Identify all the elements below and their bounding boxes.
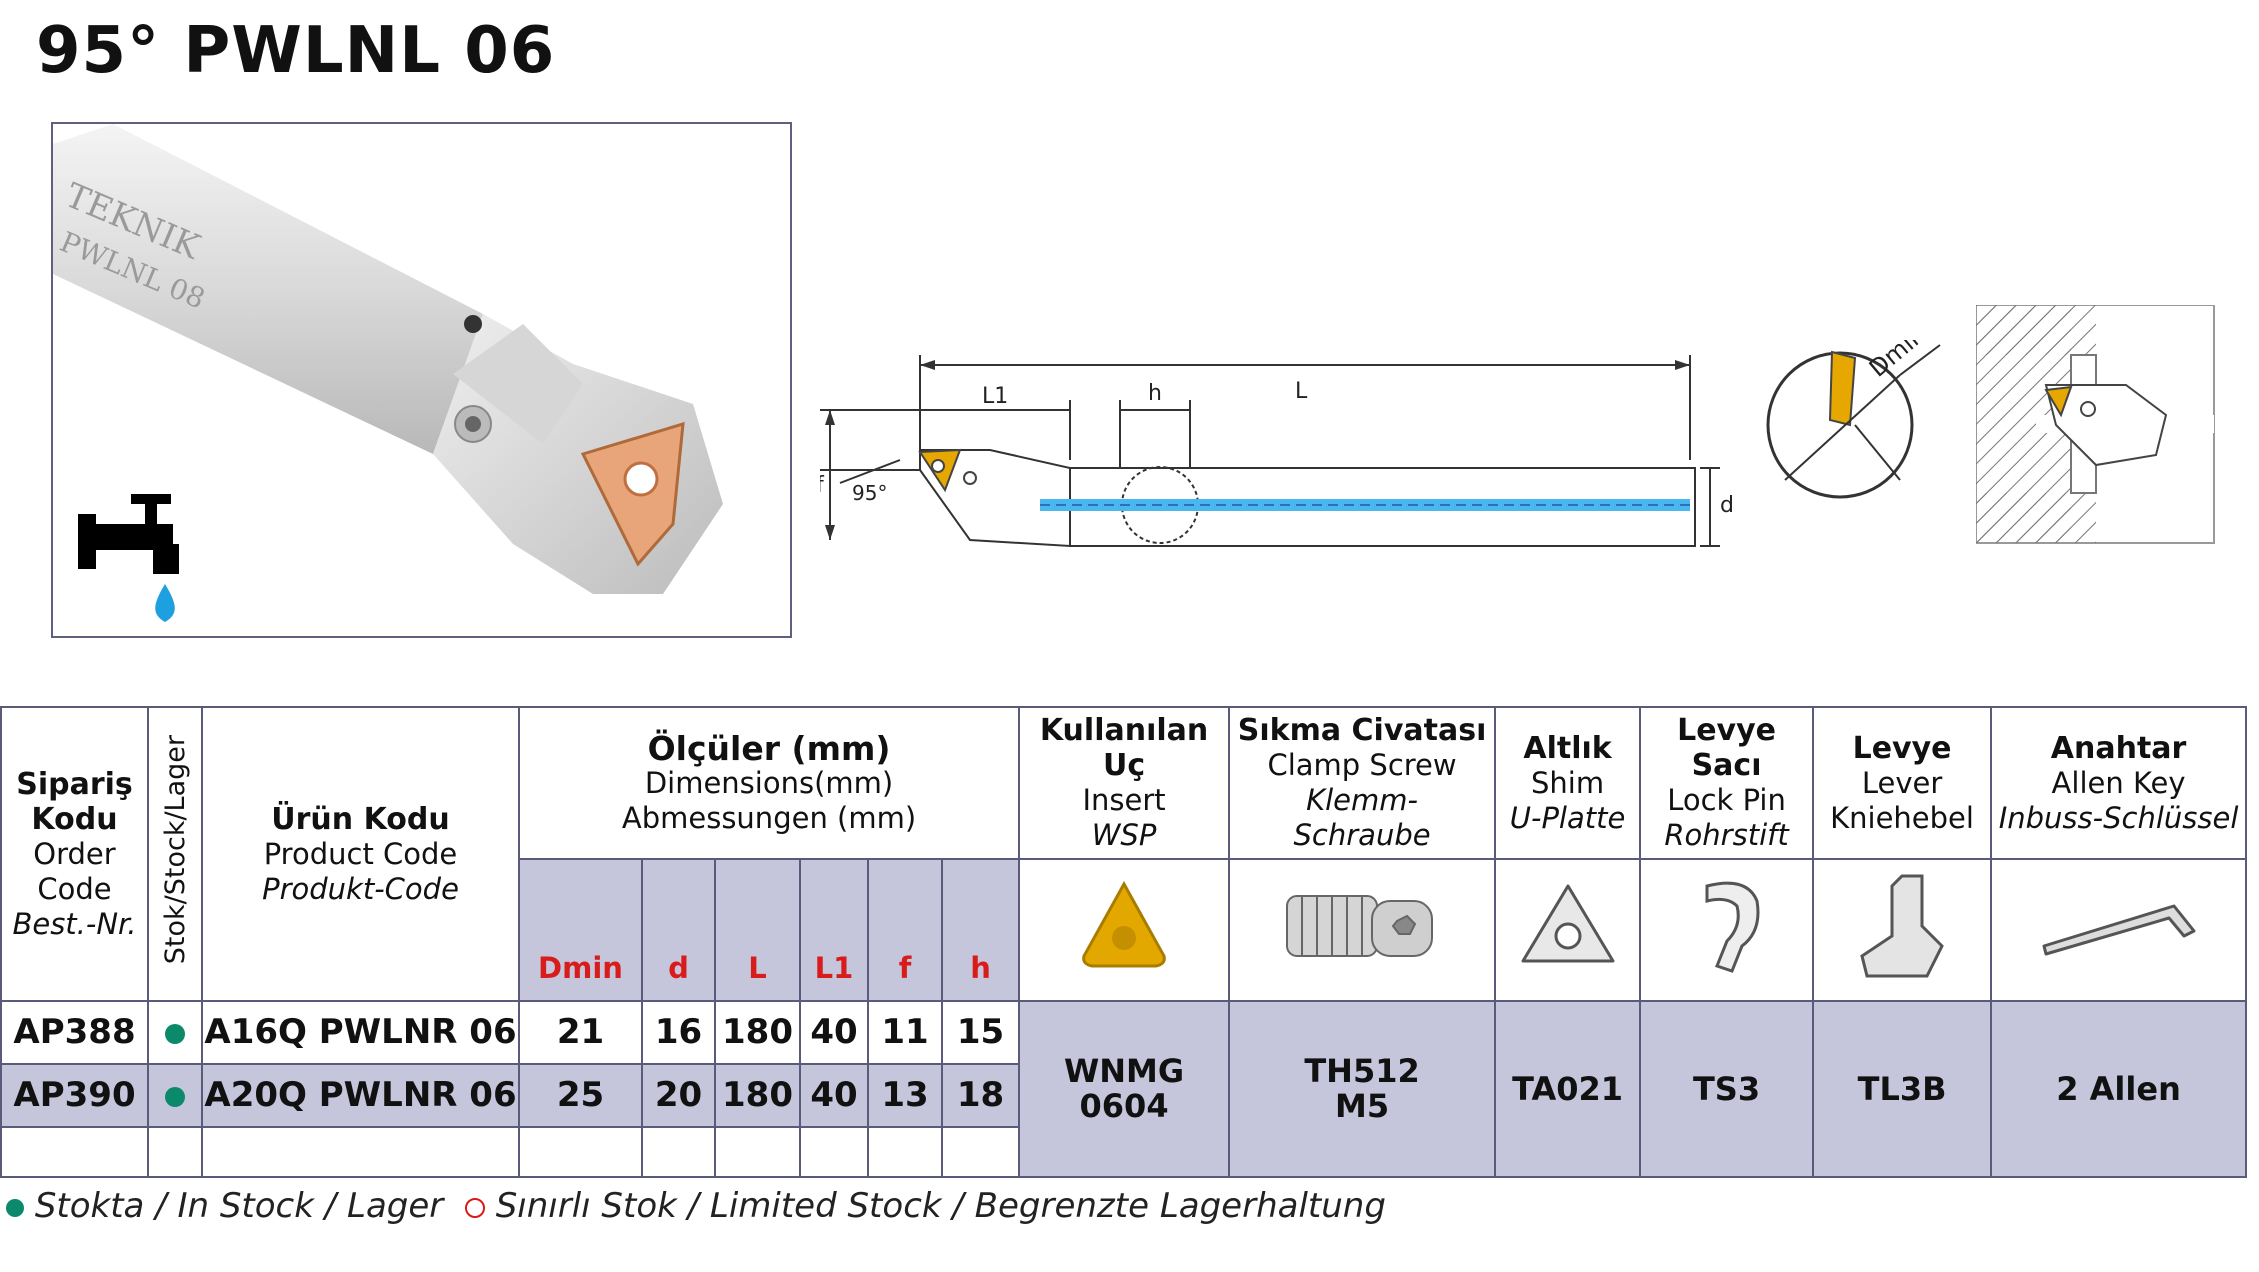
dmin-drawing: Dmin [1766,320,1941,499]
shim-code: TA021 [1494,1000,1642,1178]
header-key: Anahtar Allen Key Inbuss-Schlüssel [1990,706,2248,860]
workpiece-detail [1975,304,2216,549]
header-shim: Altlık Shim U-Platte [1494,706,1642,860]
shim-image [1494,858,1642,1002]
table-row: AP388 A16Q PWLNR 06 21 16 180 40 11 15 W… [0,1000,2248,1178]
lever-image [1812,858,1993,1002]
label-L1: L1 [982,384,1008,409]
lever-code: TL3B [1812,1000,1993,1178]
spec-table: Sipariş Kodu Order Code Best.-Nr. Stok/S… [0,706,2248,1178]
legend-limited: Sınırlı Stok / Limited Stock / Begrenzte… [495,1186,1386,1226]
insert-icon [1082,880,1166,968]
clamp-screw-code: TH512 M5 [1228,1000,1497,1178]
stock-indicator [147,1063,203,1128]
dimension-diagram: L L1 h f 95° d [816,300,1750,574]
label-L: L [1295,379,1308,404]
screw-icon [1286,895,1434,957]
in-stock-dot [6,1198,24,1217]
bar-dimension-drawing: L L1 h f 95° d [816,355,1734,548]
header-stock: Stok/Stock/Lager [147,706,203,1002]
limited-stock-ring [464,1197,485,1218]
allen-key-icon [2042,904,2196,956]
header-lock-pin: Levye Sacı Lock Pin Rohrstift [1639,706,1815,860]
in-stock-dot [165,1087,185,1107]
product-code: A16Q PWLNR 06 [201,1000,520,1065]
page-title: 95° PWLNL 06 [36,14,556,88]
dim-h: 15 [940,1000,1021,1065]
label-angle: 95° [852,481,887,505]
dim-L: 180 [714,1000,801,1065]
dim-col-d: d [641,858,716,1002]
dim-d: 16 [641,1000,716,1065]
header-clamp-screw: Sıkma Civatası Clamp Screw Klemm- Schrau… [1228,706,1497,860]
clamp-screw-image [1228,858,1497,1002]
dim-col-h: h [940,858,1021,1002]
dim-dmin: 25 [518,1063,643,1128]
header-dimensions: Ölçüler (mm) Dimensions(mm) Abmessungen … [517,706,1021,860]
coolant-tap-icon [78,494,179,622]
dim-f: 11 [867,1000,943,1065]
lock-pin-code: TS3 [1639,1000,1815,1178]
product-code: A20Q PWLNR 06 [201,1063,520,1128]
label-h: h [1148,381,1162,406]
header-order-code: Sipariş Kodu Order Code Best.-Nr. [0,706,149,1002]
stock-legend: Stokta / In Stock / Lager Sınırlı Stok /… [6,1186,1386,1226]
product-photo: TEKNIK PWLNL 08 [51,122,792,638]
dim-col-L: L [714,858,801,1002]
dim-col-dmin: Dmin [518,858,643,1002]
label-f: f [820,473,825,498]
key-image [1990,858,2248,1002]
dmin-detail: Dmin [1760,320,1950,514]
in-stock-dot [165,1024,185,1044]
dim-h: 18 [940,1063,1021,1128]
shim-icon [1521,884,1615,963]
lever-icon [1860,874,1944,978]
key-code: 2 Allen [1990,1000,2248,1178]
dim-L1: 40 [799,1063,869,1128]
boring-bar-illustration: TEKNIK PWLNL 08 [53,124,723,622]
label-d: d [1720,493,1734,518]
legend-in-stock: Stokta / In Stock / Lager [34,1186,444,1226]
header-insert: Kullanılan Uç Insert WSP [1018,706,1231,860]
stock-indicator [147,1000,203,1065]
dim-dmin: 21 [518,1000,643,1065]
workpiece-drawing [1975,304,2215,544]
lock-pin-image [1639,858,1815,1002]
order-code: AP388 [0,1000,149,1065]
dim-L1: 40 [799,1000,869,1065]
dim-d: 20 [641,1063,716,1128]
lock-pin-icon [1705,881,1759,973]
dim-col-L1: L1 [799,858,869,1002]
header-product-code: Ürün Kodu Product Code Produkt-Code [201,706,520,1002]
insert-image [1018,858,1231,1002]
table-row-empty [0,1126,2246,1178]
insert-code: WNMG 0604 [1018,1000,1231,1178]
header-lever: Levye Lever Kniehebel [1812,706,1993,860]
dim-col-f: f [867,858,943,1002]
dim-L: 180 [714,1063,801,1128]
order-code: AP390 [0,1063,149,1128]
dim-f: 13 [867,1063,943,1128]
